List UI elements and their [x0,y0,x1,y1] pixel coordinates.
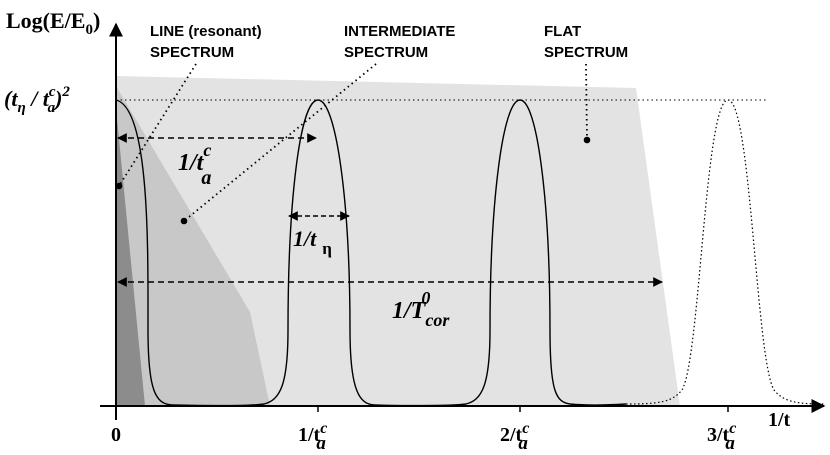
line-spectrum-region [116,108,145,406]
x-axis-label: 1/t [768,409,791,431]
intermediate-spectrum-dot [180,217,188,225]
intermediate-spectrum-region [116,86,270,406]
line-spectrum-pointer [118,63,197,187]
correlation-label: 1/Tcor0 [392,288,450,330]
x-tick-label-0: 0 [111,424,121,446]
peak-1-curve [287,99,375,406]
peak-2-curve [489,99,627,406]
y-axis-label: Log(E/E0) [6,8,100,38]
flat-spectrum-region [116,76,680,406]
intermediate-spectrum-label: INTERMEDIATE SPECTRUM [344,23,460,61]
flat-spectrum-dot [583,136,591,144]
peak-3-dotted-curve [625,99,827,405]
line-spectrum-label: LINE (resonant) SPECTRUM [150,23,266,61]
peak-0-curve [115,99,173,406]
line-spectrum-dot [115,182,123,190]
flat-spectrum-label: FLAT SPECTRUM [544,23,628,61]
intermediate-spectrum-pointer [183,63,377,222]
